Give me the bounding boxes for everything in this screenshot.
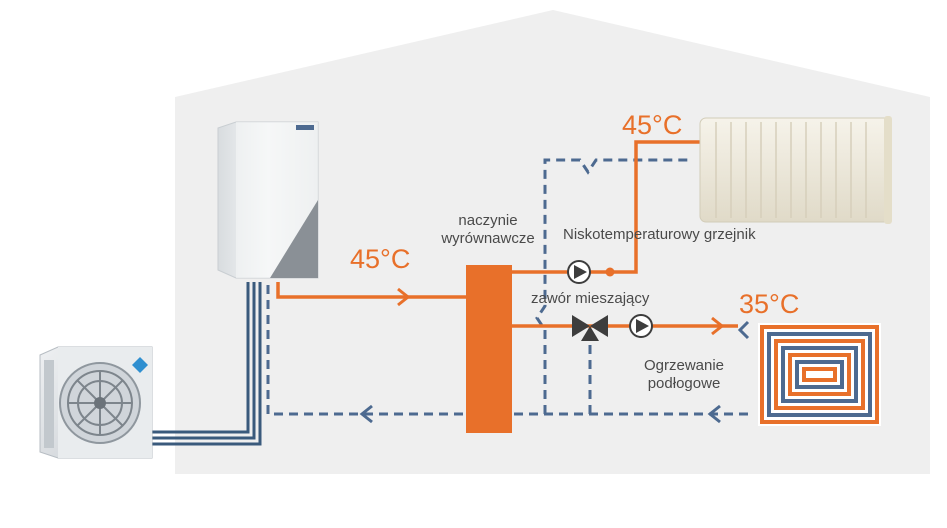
- floor-heating-coil: [758, 323, 881, 426]
- heat-pump-indoor-unit: [217, 121, 319, 279]
- mixing-valve-label: zawór mieszający: [531, 290, 650, 307]
- circulation-pump-icon: [629, 314, 653, 338]
- radiator-temperature-label: 45°C: [622, 110, 683, 140]
- circulation-pump-icon: [567, 260, 591, 284]
- floor-temperature-label: 35°C: [739, 289, 800, 319]
- mixing-valve-icon: [572, 315, 608, 341]
- refrigerant-lines: [150, 282, 262, 446]
- radiator-label: Niskotemperaturowy grzejnik: [563, 226, 756, 243]
- floor-heating-label: Ogrzewanie podłogowe: [626, 357, 742, 393]
- expansion-tank-label-line2: wyrównawcze: [441, 230, 535, 247]
- expansion-tank: [466, 265, 512, 433]
- supply-temperature-label: 45°C: [350, 244, 411, 274]
- return-lines: [266, 158, 748, 416]
- floor-heating-label-line2: podłogowe: [647, 375, 721, 392]
- expansion-tank-label-line1: naczynie: [458, 212, 518, 229]
- junction-dot: [605, 267, 615, 277]
- supply-arrows: [397, 287, 725, 336]
- expansion-tank-label: naczynie wyrównawcze: [428, 212, 548, 248]
- floor-heating-label-line1: Ogrzewanie: [643, 357, 725, 374]
- radiator: [699, 116, 892, 224]
- heat-pump-outdoor-unit: [39, 346, 153, 459]
- return-arrows: [359, 320, 750, 424]
